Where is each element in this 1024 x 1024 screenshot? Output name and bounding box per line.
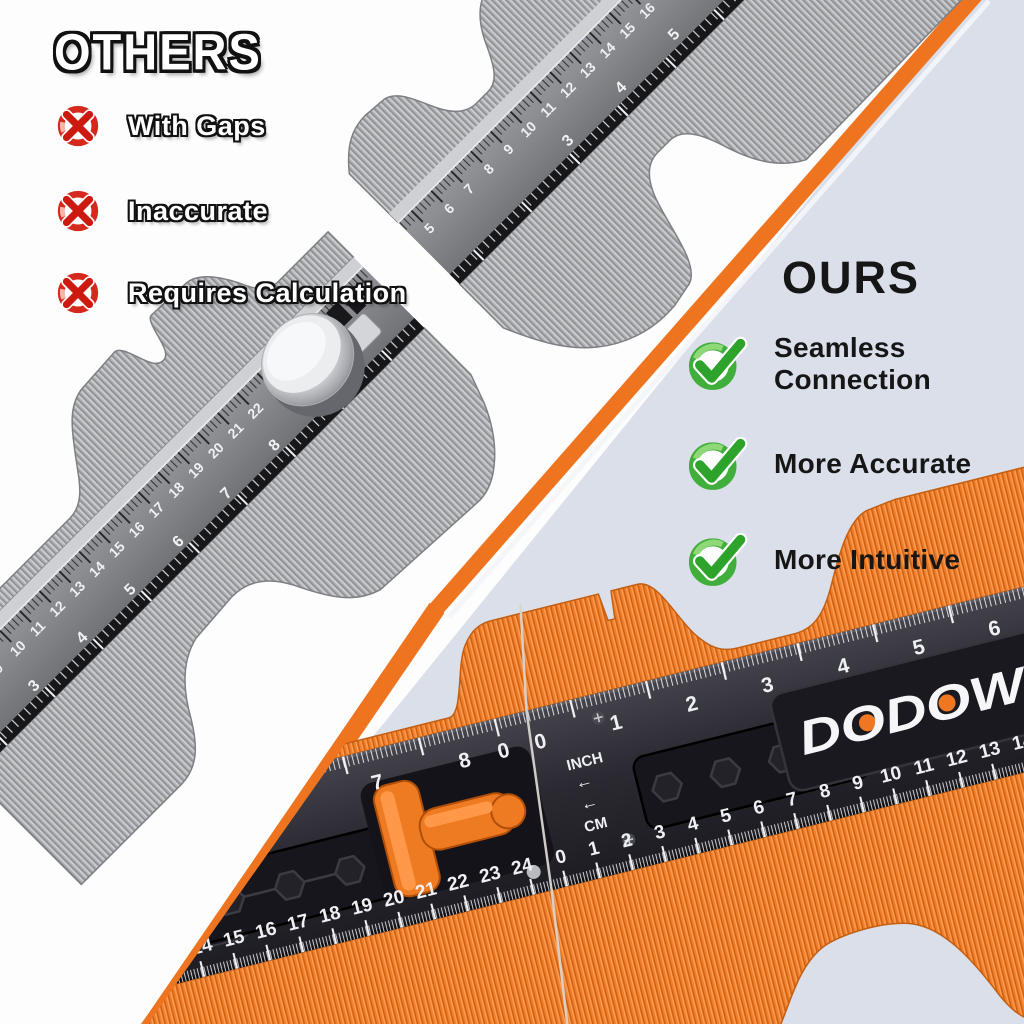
svg-text:17: 17	[285, 910, 311, 935]
lock-lever	[360, 746, 554, 902]
svg-text:2: 2	[683, 692, 700, 717]
svg-text:3: 3	[759, 673, 776, 698]
gray-teeth-upper-left	[0, 231, 355, 708]
gray-teeth-lower-right	[458, 0, 1024, 349]
svg-text:17: 17	[656, 0, 678, 2]
svg-text:12: 12	[944, 746, 970, 771]
svg-text:9: 9	[0, 660, 6, 677]
svg-text:16: 16	[253, 918, 279, 943]
gray-ruler-bevel-right	[388, 0, 884, 222]
gray-ruler-bevel-left	[0, 257, 363, 716]
divider-stripe-gap	[447, 0, 991, 619]
orange-teeth-lower	[0, 682, 1024, 1024]
svg-text:2: 2	[619, 830, 634, 853]
gray-inch-major-ticks-right	[449, 0, 947, 285]
gray-ruler-edge-left	[0, 265, 364, 717]
svg-text:6: 6	[986, 616, 1003, 641]
unit-labels: INCH ← ← CM	[565, 749, 609, 836]
svg-text:3: 3	[652, 821, 667, 844]
svg-text:18: 18	[317, 902, 343, 927]
screws	[526, 711, 636, 879]
orange-teeth-upper	[0, 394, 1024, 887]
svg-text:7: 7	[369, 770, 386, 795]
svg-text:8: 8	[817, 780, 832, 803]
gray-depth-marks	[325, 286, 378, 329]
gray-teeth-upper-right	[347, 0, 885, 223]
divider-stripe	[429, 0, 982, 616]
svg-text:13: 13	[977, 738, 1003, 763]
brand-o-dot	[859, 714, 877, 732]
gray-cm-major-ticks-left	[0, 267, 375, 729]
orange-inch-major-ticks	[20, 508, 1024, 855]
arrow-left-icon: ←	[579, 792, 600, 815]
gray-cm-major-ticks-right	[398, 0, 897, 235]
svg-text:22: 22	[445, 870, 471, 895]
svg-text:10: 10	[878, 762, 904, 787]
gray-inch-major-ticks-left	[0, 318, 425, 778]
svg-text:20: 20	[381, 886, 407, 911]
svg-text:6: 6	[751, 797, 766, 820]
svg-text:23: 23	[477, 862, 503, 887]
arrow-left-icon: ←	[573, 770, 594, 793]
brand-o-dot	[938, 694, 956, 712]
svg-text:7: 7	[784, 788, 799, 811]
svg-text:14: 14	[1010, 729, 1024, 755]
gray-lock-knob	[260, 313, 365, 417]
svg-text:9: 9	[850, 772, 865, 795]
gray-teeth-lower-left	[0, 327, 496, 886]
svg-text:0: 0	[532, 729, 549, 754]
gray-ruler-edge-right	[397, 0, 886, 224]
seam-line	[519, 604, 570, 1024]
svg-text:19: 19	[349, 894, 375, 919]
svg-text:0: 0	[495, 739, 512, 764]
orange-cm-major-ticks	[59, 667, 1024, 1012]
svg-text:0: 0	[553, 846, 568, 869]
gray-ruler-right	[397, 0, 947, 285]
unit-cm-label: CM	[582, 814, 609, 836]
orange-contour-gauge: DODOWIN INCH ← ← CM	[0, 394, 1024, 1024]
